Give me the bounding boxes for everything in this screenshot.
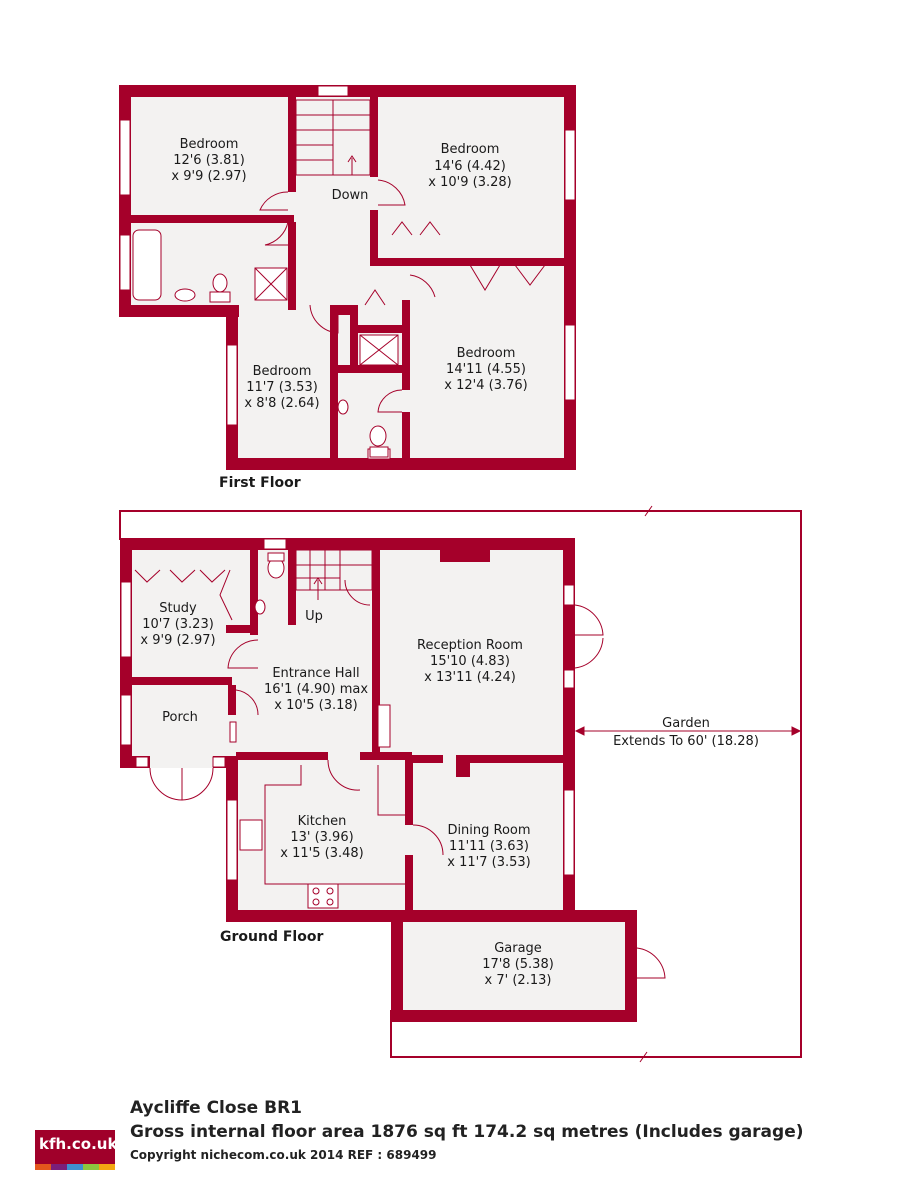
- ground-floor-fixtures: [239, 552, 391, 909]
- stairs-up-label: Up: [305, 609, 323, 624]
- bathroom-fixtures: [132, 229, 288, 303]
- bedroom3-dims: 11'7 (3.53): [246, 380, 318, 395]
- reception-name: Reception Room: [417, 638, 523, 653]
- ground-floor-label: Ground Floor: [220, 929, 323, 945]
- garden-name: Garden: [662, 716, 710, 731]
- kfh-logo: kfh.co.uk: [35, 1130, 118, 1170]
- copyright: Copyright nichecom.co.uk 2014 REF : 6894…: [130, 1148, 437, 1162]
- study-dims2: x 9'9 (2.97): [140, 633, 215, 648]
- first-floor: Bedroom 12'6 (3.81) x 9'9 (2.97) Bedroom…: [119, 85, 576, 491]
- dining-name: Dining Room: [447, 823, 530, 838]
- reception-dims: 15'10 (4.83): [430, 654, 510, 669]
- ensuite-fixtures: [337, 334, 399, 458]
- logo-strip-1: [35, 1164, 51, 1170]
- hall-dims2: x 10'5 (3.18): [274, 698, 357, 713]
- bedroom2-dims2: x 10'9 (3.28): [428, 175, 511, 190]
- logo-strip-4: [83, 1164, 99, 1170]
- bedroom4-dims: 14'11 (4.55): [446, 362, 526, 377]
- kitchen-dims2: x 11'5 (3.48): [280, 846, 363, 861]
- ground-floor-doors: [134, 569, 666, 979]
- garage-name: Garage: [494, 941, 542, 956]
- hall-dims: 16'1 (4.90) max: [264, 682, 368, 697]
- floor-area: Gross internal floor area 1876 sq ft 174…: [130, 1122, 804, 1142]
- ground-floor: Study 10'7 (3.23) x 9'9 (2.97) Up Entran…: [119, 505, 802, 1063]
- porch-name: Porch: [162, 710, 198, 725]
- study-dims: 10'7 (3.23): [142, 617, 214, 632]
- ground-floor-stairs: [295, 549, 373, 600]
- bedroom3-dims2: x 8'8 (2.64): [244, 396, 319, 411]
- logo-text: kfh.co.uk: [39, 1135, 118, 1153]
- garage-dims2: x 7' (2.13): [485, 973, 552, 988]
- bedroom2-name: Bedroom: [441, 142, 500, 157]
- bedroom1-dims: 12'6 (3.81): [173, 153, 245, 168]
- ground-floor-windows: [120, 538, 575, 881]
- footer: Aycliffe Close BR1 Gross internal floor …: [130, 1098, 804, 1162]
- dining-dims2: x 11'7 (3.53): [447, 855, 530, 870]
- bedroom2-dims: 14'6 (4.42): [434, 159, 506, 174]
- bedroom3-name: Bedroom: [253, 364, 312, 379]
- garage-dims: 17'8 (5.38): [482, 957, 554, 972]
- floor-plan: Bedroom 12'6 (3.81) x 9'9 (2.97) Bedroom…: [119, 85, 802, 1063]
- first-floor-stairs: [295, 99, 371, 176]
- bedroom1-name: Bedroom: [180, 137, 239, 152]
- bedroom4-dims2: x 12'4 (3.76): [444, 378, 527, 393]
- garden-note: Extends To 60' (18.28): [613, 734, 759, 749]
- kitchen-name: Kitchen: [298, 814, 347, 829]
- kitchen-dims: 13' (3.96): [290, 830, 353, 845]
- bedroom4-name: Bedroom: [457, 346, 516, 361]
- logo-color-strip: [35, 1164, 115, 1170]
- logo-strip-2: [51, 1164, 67, 1170]
- dining-dims: 11'11 (3.63): [449, 839, 529, 854]
- logo-strip-3: [67, 1164, 83, 1170]
- hall-name: Entrance Hall: [272, 666, 359, 681]
- reception-dims2: x 13'11 (4.24): [424, 670, 516, 685]
- property-address: Aycliffe Close BR1: [130, 1098, 303, 1118]
- stairs-down-label: Down: [332, 188, 369, 203]
- first-floor-doors: [259, 179, 546, 413]
- garden-break-marks: [639, 505, 653, 1063]
- garden-boundary: [119, 510, 802, 1058]
- logo-strip-5: [99, 1164, 115, 1170]
- first-floor-label: First Floor: [219, 475, 301, 491]
- kitchen-worktop: [264, 765, 405, 885]
- garden-dimension-arrow: [574, 726, 802, 736]
- study-name: Study: [159, 601, 197, 616]
- bedroom1-dims2: x 9'9 (2.97): [171, 169, 246, 184]
